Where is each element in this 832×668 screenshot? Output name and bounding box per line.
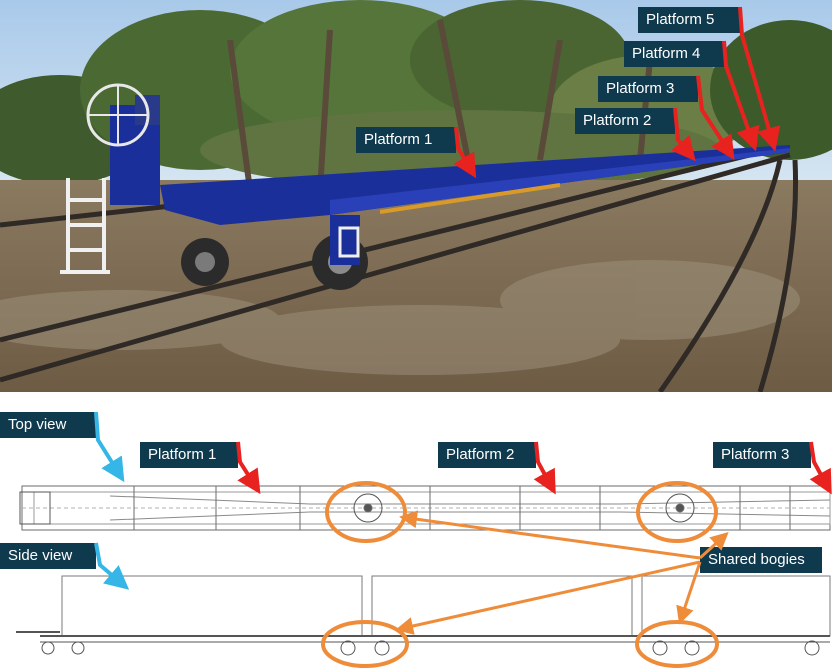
photo-platform-5-label: Platform 5	[638, 7, 740, 33]
top-view-outline	[19, 485, 831, 531]
wagon	[60, 83, 790, 290]
rails	[0, 147, 799, 392]
shared-bogies-label: Shared bogies	[700, 547, 822, 573]
drawing-platform-1-label: Platform 1	[140, 442, 238, 468]
photo-platform-2-label: Platform 2	[575, 108, 675, 134]
photo-platform-4-label: Platform 4	[624, 41, 724, 67]
photo-platform-1-label: Platform 1	[356, 127, 456, 153]
technical-drawing	[0, 396, 832, 668]
top-view-label: Top view	[0, 412, 96, 438]
ballast	[0, 260, 800, 375]
side-view-label: Side view	[0, 543, 96, 569]
side-view-outline	[16, 575, 831, 656]
drawing-platform-3-label: Platform 3	[713, 442, 811, 468]
drawing-platform-2-label: Platform 2	[438, 442, 536, 468]
photo-platform-3-label: Platform 3	[598, 76, 698, 102]
drawing-lines	[16, 485, 831, 656]
